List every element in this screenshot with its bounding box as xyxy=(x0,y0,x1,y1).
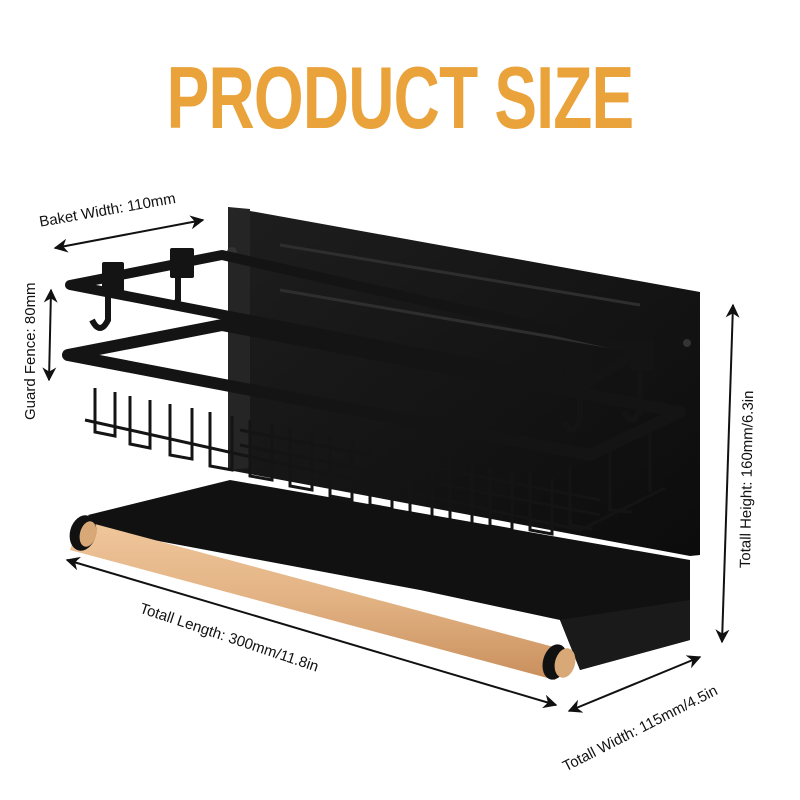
guard-fence-label: Guard Fence: 80mm xyxy=(22,282,39,420)
basket-width-arrow xyxy=(53,215,205,253)
back-plate xyxy=(227,207,700,556)
total-width-arrow xyxy=(567,655,702,713)
dimension-arrows xyxy=(42,215,740,713)
hooks xyxy=(89,248,654,433)
total-height-label: Totall Height: 160mm/6.3in xyxy=(737,390,758,569)
guard-fence-arrow xyxy=(42,288,58,382)
page-title: PRODUCT SIZE xyxy=(166,49,635,148)
total-height-arrow xyxy=(715,303,740,644)
total-length-arrow xyxy=(65,556,558,709)
